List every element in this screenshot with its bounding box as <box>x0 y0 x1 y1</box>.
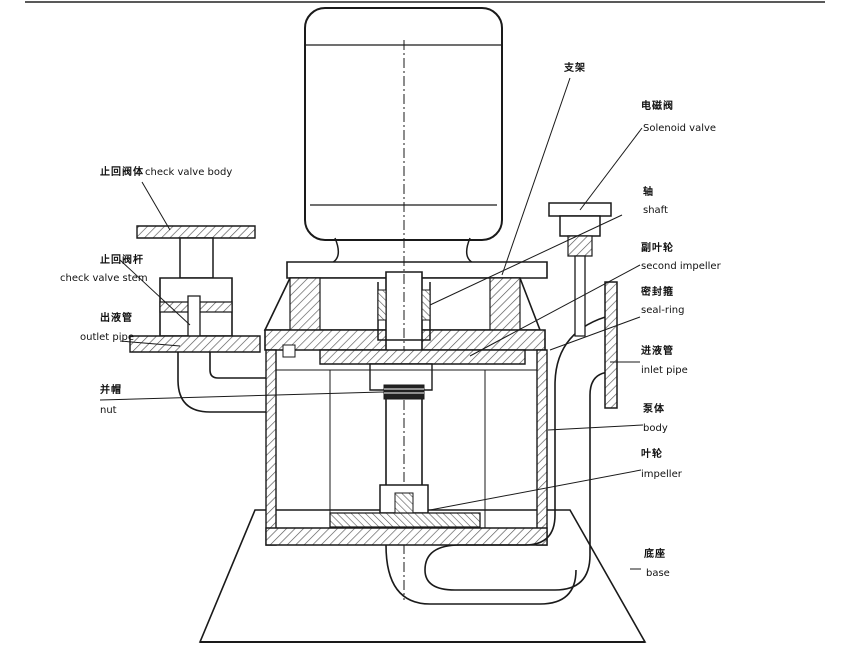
label-shaft-zh: 轴 <box>643 187 654 198</box>
pump-body <box>266 345 547 545</box>
label-seal-ring-zh: 密封箍 <box>641 287 674 298</box>
label-inlet-zh: 进液管 <box>641 346 674 357</box>
impeller <box>330 485 480 527</box>
label-base-zh: 底座 <box>644 549 666 560</box>
label-bracket-zh: 支架 <box>564 63 586 74</box>
label-nut-en: nut <box>100 405 117 416</box>
label-second-impeller-zh: 副叶轮 <box>641 243 674 254</box>
label-check-stem-zh: 止回阀杆 <box>100 255 144 266</box>
label-solenoid-en: Solenoid valve <box>643 123 717 134</box>
label-solenoid-zh: 电磁阀 <box>641 101 674 112</box>
inlet-pipe <box>386 282 617 604</box>
label-second-impeller-en: second impeller <box>641 261 721 272</box>
label-inlet-en: inlet pipe <box>641 365 688 376</box>
label-shaft-en: shaft <box>643 205 668 216</box>
label-outlet-zh: 出液管 <box>100 313 133 324</box>
solenoid-valve <box>549 203 611 336</box>
second-impeller <box>320 350 525 399</box>
motor <box>305 8 502 265</box>
label-seal-ring-en: seal-ring <box>641 305 685 316</box>
label-base-en: base <box>646 568 670 579</box>
label-outlet-en: outlet pipe <box>80 332 135 343</box>
outlet-pipe <box>178 352 266 412</box>
label-nut-zh: 并帽 <box>100 385 122 396</box>
label-impeller-zh: 叶轮 <box>641 449 663 460</box>
label-body-en: body <box>643 423 668 434</box>
check-valve <box>130 226 260 352</box>
leader-lines <box>100 78 643 569</box>
label-check-body-en: check valve body <box>145 167 233 178</box>
label-body-zh: 泵体 <box>643 404 665 415</box>
label-check-body-zh: 止回阀体 <box>100 167 144 178</box>
label-check-stem-en: check valve stem <box>60 273 148 284</box>
bracket <box>265 262 547 350</box>
label-impeller-en: impeller <box>641 469 682 480</box>
